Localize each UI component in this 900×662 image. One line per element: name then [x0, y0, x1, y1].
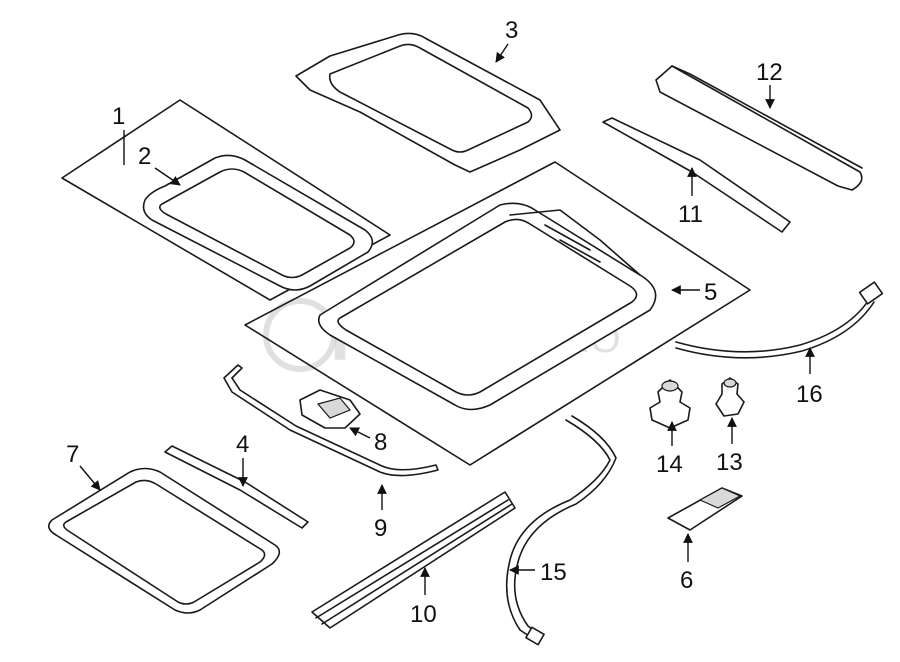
- part-7-seal-frame: [48, 467, 281, 614]
- leader-3: [495, 43, 509, 63]
- leader-8: [349, 427, 371, 439]
- callout-8: 8: [374, 429, 387, 456]
- callout-7: 7: [66, 441, 79, 468]
- part-10-trim-strip: [311, 491, 516, 629]
- part-12-roller-blind: [655, 65, 863, 191]
- part-15-cable: [505, 415, 617, 646]
- part-8-motor: [299, 389, 361, 429]
- leader-7: [79, 465, 101, 491]
- part-5-main-frame: [317, 202, 657, 411]
- part-16-drain-hose: [675, 281, 884, 359]
- callout-11: 11: [678, 201, 703, 228]
- callout-2: 2: [138, 143, 151, 170]
- part-3-upper-frame: [295, 32, 561, 173]
- callout-5: 5: [704, 279, 717, 306]
- callout-6: 6: [680, 567, 693, 594]
- part-2-glass-panel: [142, 154, 374, 291]
- callout-9: 9: [374, 515, 387, 542]
- part-14-clip: [649, 379, 691, 429]
- part-1-panel-sheet: [61, 99, 391, 301]
- leader-2: [154, 167, 181, 186]
- callout-14: 14: [656, 451, 683, 478]
- callout-1: 1: [112, 103, 125, 130]
- leader-lines: [79, 43, 815, 595]
- callout-numbers: 1 2 3 4 5 6 7 8 9 10 11 12 13 14 15 16: [66, 17, 823, 628]
- callout-13: 13: [716, 449, 743, 476]
- callout-16: 16: [796, 381, 823, 408]
- part-4-deflector-strip: [164, 445, 309, 529]
- callout-10: 10: [410, 601, 437, 628]
- callout-12: 12: [756, 59, 783, 86]
- part-5-frame-sheet: [244, 161, 751, 466]
- part-6-cover: [667, 487, 743, 531]
- part-9-seal-strip: [223, 364, 439, 477]
- part-13-clip: [715, 377, 745, 417]
- callout-15: 15: [540, 559, 567, 586]
- callout-3: 3: [505, 17, 518, 44]
- callout-4: 4: [236, 431, 249, 458]
